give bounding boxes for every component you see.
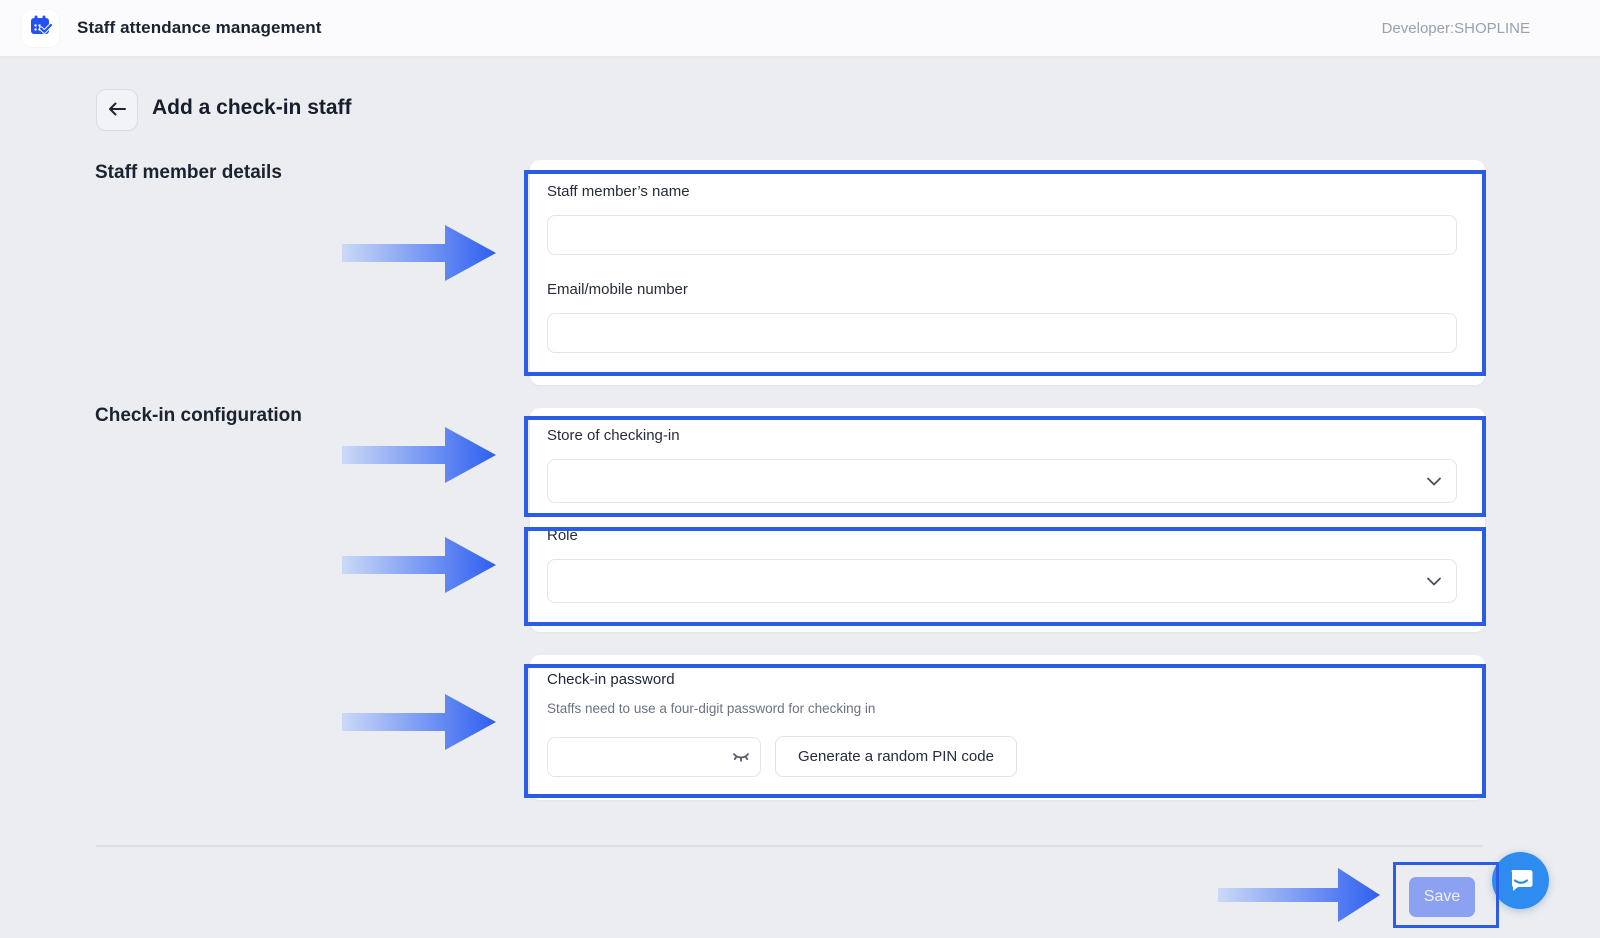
- email-mobile-label: Email/mobile number: [547, 281, 688, 298]
- password-visibility-toggle[interactable]: [731, 749, 751, 765]
- annotation-arrow-staff-details: [340, 221, 498, 290]
- staff-details-card: Staff member’s name Email/mobile number: [530, 160, 1485, 385]
- eye-closed-icon: [731, 752, 751, 768]
- app-logo: [22, 9, 59, 47]
- annotation-arrow-save: [1216, 863, 1382, 932]
- page-title: Add a check-in staff: [152, 96, 352, 119]
- password-label: Check-in password: [547, 671, 675, 688]
- save-button[interactable]: Save: [1409, 877, 1475, 917]
- arrow-left-icon: [107, 101, 127, 120]
- developer-label: Developer:SHOPLINE: [1381, 19, 1530, 37]
- generate-pin-button[interactable]: Generate a random PIN code: [775, 736, 1017, 777]
- section-heading-checkin-config: Check-in configuration: [95, 405, 302, 426]
- chevron-down-icon: [1426, 474, 1442, 490]
- annotation-arrow-password: [340, 690, 498, 759]
- staff-name-label: Staff member’s name: [547, 183, 690, 200]
- email-mobile-input[interactable]: [547, 313, 1457, 353]
- role-select[interactable]: [547, 559, 1457, 603]
- password-input-wrap: [547, 736, 761, 777]
- footer-divider: [96, 845, 1483, 847]
- store-select[interactable]: [547, 459, 1457, 503]
- chat-bubble-icon: [1506, 864, 1536, 897]
- annotation-arrow-role: [340, 533, 498, 602]
- chevron-down-icon: [1426, 574, 1442, 590]
- back-button[interactable]: [96, 89, 138, 131]
- password-input[interactable]: [548, 737, 760, 776]
- calendar-check-icon: [28, 13, 54, 44]
- checkin-config-card: Store of checking-in Role: [530, 408, 1485, 632]
- annotation-arrow-store: [340, 423, 498, 492]
- password-hint: Staffs need to use a four-digit password…: [547, 701, 876, 716]
- store-label: Store of checking-in: [547, 427, 680, 444]
- checkin-password-card: Check-in password Staffs need to use a f…: [530, 655, 1485, 800]
- app-title: Staff attendance management: [77, 18, 322, 37]
- app-header: Staff attendance management Developer:SH…: [0, 0, 1600, 57]
- chat-launcher-button[interactable]: [1492, 852, 1549, 909]
- section-heading-staff-details: Staff member details: [95, 162, 282, 183]
- role-label: Role: [547, 527, 578, 544]
- staff-name-input[interactable]: [547, 215, 1457, 255]
